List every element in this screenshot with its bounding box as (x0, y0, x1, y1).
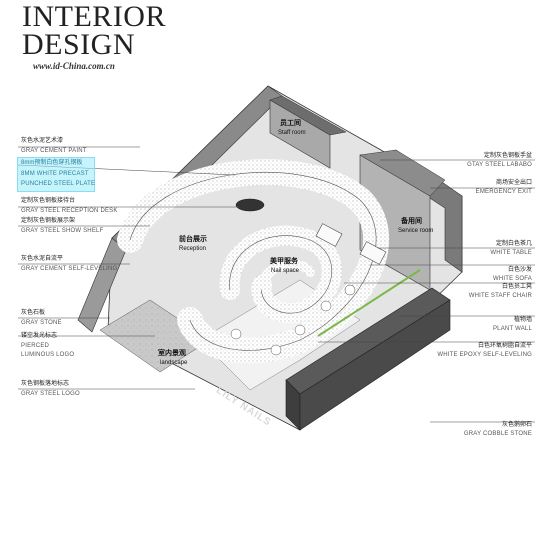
label-reception-desk-en: GRAY STEEL RECEPTION DESK (21, 208, 118, 214)
room-staff-en: Staff room (278, 130, 306, 136)
label-show-shelf-en: GRAY STEEL SHOW SHELF (21, 228, 104, 234)
label-exit-cn: 商场安全出口 (495, 180, 532, 186)
room-service-en: Service room (398, 228, 434, 234)
label-precast-steel-en: 8MM WHITE PRECAST (21, 171, 89, 177)
brand-interior: INTERIOR (22, 0, 166, 33)
brand-design: DESIGN (22, 28, 135, 61)
white-sofa-1 (315, 223, 343, 247)
room-nail-cn: 美甲服务 (270, 258, 298, 265)
label-cement-leveling-cn: 灰色水泥自流平 (21, 256, 64, 262)
brand-url: www.id-China.com.cn (33, 61, 115, 71)
label-white-sofa-cn: 白色沙发 (507, 267, 532, 273)
label-plant-wall-cn: 植物墙 (513, 317, 532, 323)
plant-wall (317, 269, 421, 337)
label-gray-cement-paint-en: GRAY CEMENT PAINT (21, 148, 87, 154)
room-nail-en: Nail space (271, 268, 300, 274)
label-gray-cement-paint-cn: 灰色水泥艺术漆 (21, 138, 64, 144)
label-white-table-en: WHITE TABLE (490, 250, 532, 256)
label-cement-leveling-en: GRAY CEMENT SELF-LEVELING (21, 266, 118, 272)
label-luminous-logo-en2: LUMINOUS LOGO (21, 352, 75, 358)
label-lababo-en: GTAY STEEL LABABO (467, 162, 532, 168)
label-steel-logo-en: GRAY STEEL LOGO (21, 391, 80, 397)
room-landscape-cn: 室内景观 (158, 350, 186, 357)
label-epoxy-en: WHITE EPOXY SELF-LEVELING (437, 352, 532, 358)
room-landscape-en: landscape (160, 360, 188, 366)
white-table (344, 284, 356, 296)
label-epoxy-cn: 白色环氧树脂自流平 (477, 343, 532, 349)
label-steel-logo-cn: 灰色钢板落地标志 (21, 381, 70, 387)
perforated-steel-core (257, 259, 315, 290)
leader-lines-right (318, 159, 535, 423)
label-luminous-logo-en: PIERCED (21, 343, 50, 349)
label-gray-stone-en: GRAY STONE (21, 320, 62, 326)
label-gray-stone-cn: 灰色石板 (21, 310, 46, 316)
room-service-cn: 备用间 (401, 218, 422, 225)
staff-chair (230, 328, 242, 340)
label-white-sofa-en: WHITE SOFA (492, 276, 532, 282)
label-precast-steel-cn: 8mm预制白色穿孔钢板 (21, 160, 83, 166)
room-reception-cn: 前台展示 (179, 236, 207, 243)
label-cobble-en: GRAY COBBLE STONE (463, 431, 532, 437)
label-exit-en: EMERGENCY EXIT (475, 189, 532, 195)
room-reception-en: Reception (179, 246, 207, 252)
label-show-shelf-cn: 定制灰色钢板展示架 (21, 218, 76, 224)
label-white-table-cn: 定制白色茶几 (495, 241, 532, 247)
white-sofa-2 (359, 241, 387, 265)
label-plant-wall-en: PLANT WALL (492, 326, 532, 332)
label-lababo-cn: 定制灰色钢板手盆 (483, 153, 532, 159)
label-staff-chair-cn: 白色员工凳 (501, 284, 532, 290)
label-staff-chair-en: WHITE STAFF CHAIR (468, 293, 532, 299)
label-precast-steel-en2: PUNCHED STEEL PLATE (21, 181, 96, 187)
reception-desk (235, 198, 265, 212)
label-reception-desk-cn: 定制灰色钢板接待台 (21, 198, 76, 204)
highlight-box (17, 157, 95, 192)
label-luminous-logo-cn: 镂空发光标志 (21, 333, 58, 339)
room-staff-cn: 员工间 (280, 120, 301, 127)
label-cobble-cn: 灰色鹅卵石 (501, 422, 532, 428)
